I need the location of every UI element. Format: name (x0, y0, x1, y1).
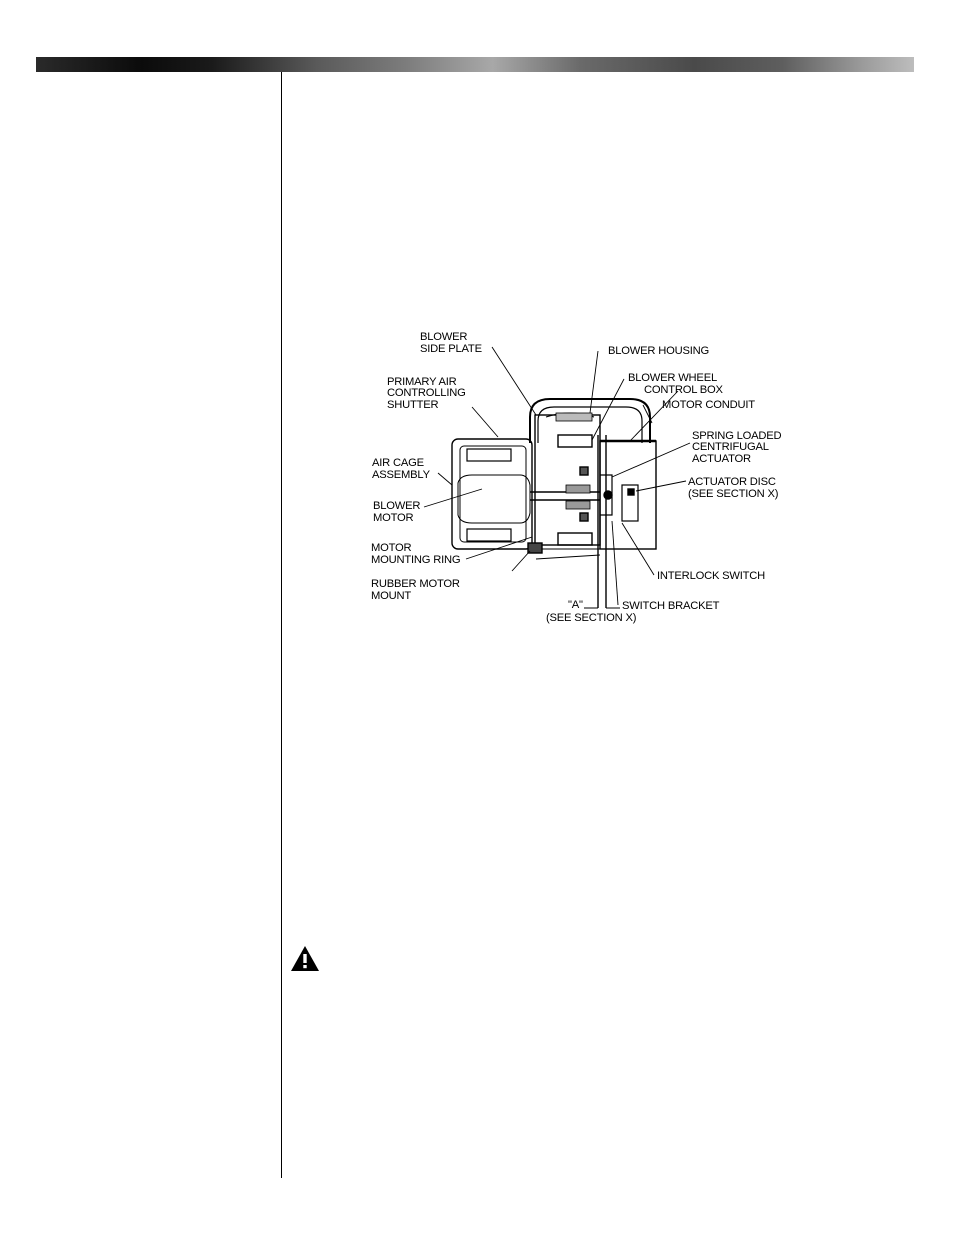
label-spring-loaded-3: ACTUATOR (692, 453, 751, 465)
label-rubber-mount-2: MOUNT (371, 590, 411, 602)
label-rubber-mount-1: RUBBER MOTOR (371, 578, 460, 590)
warning-icon (290, 945, 320, 972)
label-air-cage-2: ASSEMBLY (372, 469, 431, 481)
label-blower-housing: BLOWER HOUSING (608, 345, 709, 357)
label-blower-motor-1: BLOWER (373, 500, 420, 512)
diagram-labels: BLOWER SIDE PLATE BLOWER HOUSING PRIMARY… (371, 331, 782, 624)
label-motor-mounting-2: MOUNTING RING (371, 554, 460, 566)
label-blower-side-plate-2: SIDE PLATE (420, 343, 482, 355)
label-switch-bracket: SWITCH BRACKET (622, 600, 720, 612)
label-dimension-a-1: "A" (568, 599, 583, 611)
label-motor-conduit: MOTOR CONDUIT (662, 399, 755, 411)
label-air-cage-1: AIR CAGE (372, 457, 424, 469)
label-spring-loaded-2: CENTRIFUGAL (692, 441, 769, 453)
blower-assembly-diagram: BLOWER SIDE PLATE BLOWER HOUSING PRIMARY… (360, 325, 800, 630)
label-actuator-disc-1: ACTUATOR DISC (688, 476, 776, 488)
label-primary-air-2: CONTROLLING (387, 387, 466, 399)
air-cage-outline (452, 439, 532, 549)
header-gradient-bar (36, 57, 914, 72)
label-dimension-a-2: (SEE SECTION X) (546, 612, 637, 624)
label-blower-motor-2: MOTOR (373, 512, 414, 524)
label-motor-mounting-1: MOTOR (371, 542, 412, 554)
label-interlock-switch: INTERLOCK SWITCH (657, 570, 765, 582)
label-blower-side-plate-1: BLOWER (420, 331, 467, 343)
label-control-box: CONTROL BOX (644, 384, 724, 396)
label-blower-wheel: BLOWER WHEEL (628, 372, 717, 384)
label-actuator-disc-2: (SEE SECTION X) (688, 488, 779, 500)
diagram-svg: BLOWER SIDE PLATE BLOWER HOUSING PRIMARY… (360, 325, 800, 630)
label-primary-air-3: SHUTTER (387, 399, 439, 411)
column-divider (281, 72, 282, 1178)
